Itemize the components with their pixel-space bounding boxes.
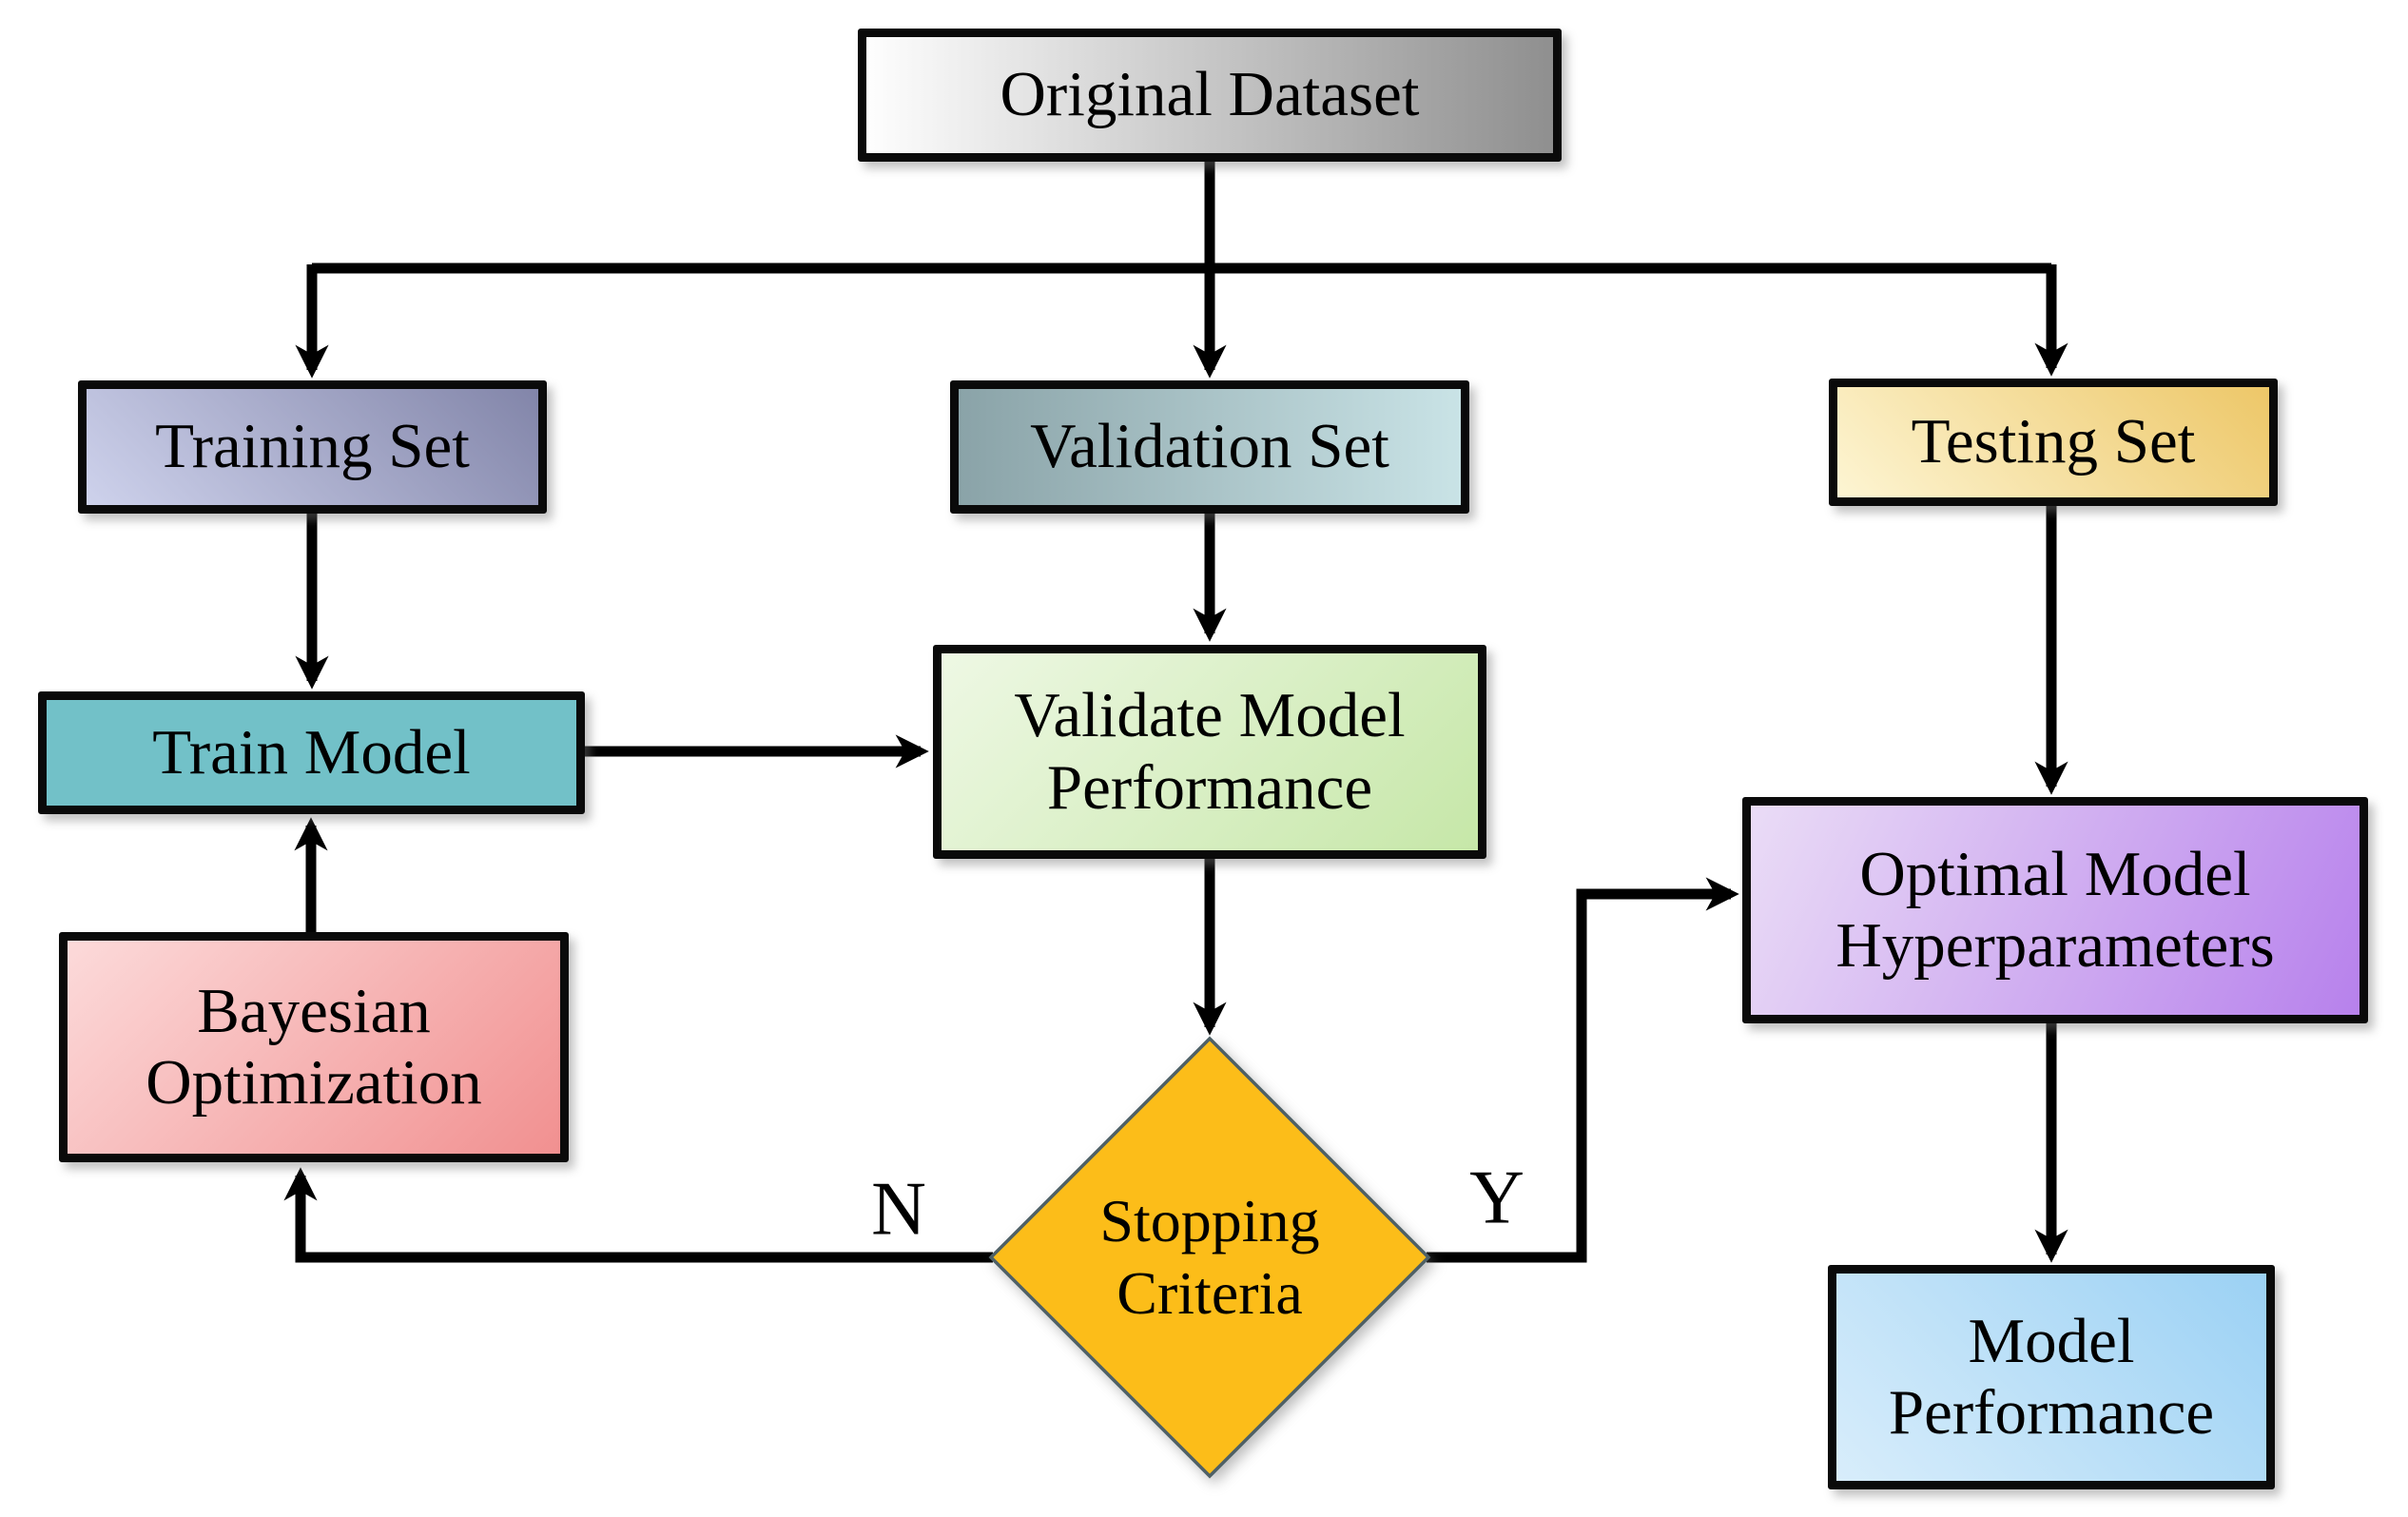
node-label: Validation Set	[1030, 411, 1389, 482]
node-bayesian-optimization: Bayesian Optimization	[59, 932, 569, 1162]
node-label: Testing Set	[1911, 406, 2196, 477]
node-label: Validate Model Performance	[1014, 680, 1406, 823]
node-train-model: Train Model	[38, 691, 585, 814]
node-label: Bayesian Optimization	[146, 975, 482, 1118]
node-optimal-model-hyperparameters: Optimal Model Hyperparameters	[1742, 797, 2368, 1023]
node-validate-model-performance: Validate Model Performance	[933, 645, 1486, 859]
node-original-dataset: Original Dataset	[858, 29, 1562, 162]
connector-diamond-yes-to-optimal	[1427, 877, 1739, 1263]
node-model-performance: Model Performance	[1828, 1265, 2275, 1489]
node-label: Training Set	[155, 411, 470, 482]
node-stopping-criteria	[988, 1036, 1431, 1479]
node-label: Train Model	[152, 716, 471, 788]
node-stopping-criteria-label: Stopping Criteria	[1099, 1187, 1320, 1327]
edge-label-no: N	[871, 1167, 926, 1252]
node-validation-set: Validation Set	[950, 380, 1469, 514]
node-testing-set: Testing Set	[1829, 379, 2278, 506]
node-label: Original Dataset	[1000, 59, 1420, 130]
node-label: Model Performance	[1888, 1305, 2215, 1448]
node-label: Optimal Model Hyperparameters	[1835, 838, 2275, 981]
node-training-set: Training Set	[78, 380, 547, 514]
edge-label-yes: Y	[1469, 1156, 1524, 1240]
connector-diamond-no-loop	[283, 1167, 993, 1263]
